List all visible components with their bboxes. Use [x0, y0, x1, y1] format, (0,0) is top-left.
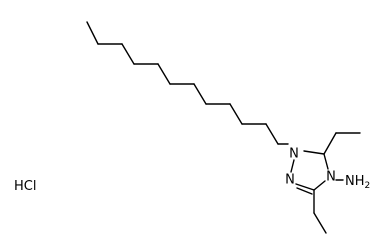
bond-c3-n4 [313, 180, 326, 191]
atom-n1-label: N [289, 147, 299, 162]
bond-c7-c8 [193, 83, 207, 105]
atom-n2-label: N [285, 173, 295, 188]
amine-nh-text: NH [345, 174, 365, 189]
ethyl-groups [313, 132, 361, 234]
salt-label: HCl [14, 179, 36, 194]
triazole-ring [290, 150, 329, 195]
bond-c1-c2 [86, 21, 99, 45]
bond-c11-c12 [265, 123, 279, 145]
bond-c9-c10 [229, 103, 243, 125]
dodecyl-chain [86, 21, 289, 145]
bond-c3-c4 [121, 43, 135, 65]
bond-c5-c6 [157, 63, 171, 85]
amine-subscript: 2 [365, 181, 371, 191]
amine-label: NH2 [345, 174, 370, 191]
bond-n2-c3 [295, 183, 315, 191]
bond-n2-c3-double [296, 187, 313, 195]
bond-n1-n2 [290, 159, 295, 173]
bond-c5-n1 [303, 150, 325, 155]
atom-n4-label: N [326, 170, 336, 185]
bond-n4-c5 [323, 153, 329, 170]
bond-c3-ethyl-ch3 [313, 212, 327, 234]
bond-c5-ethyl-ch2 [323, 132, 337, 155]
